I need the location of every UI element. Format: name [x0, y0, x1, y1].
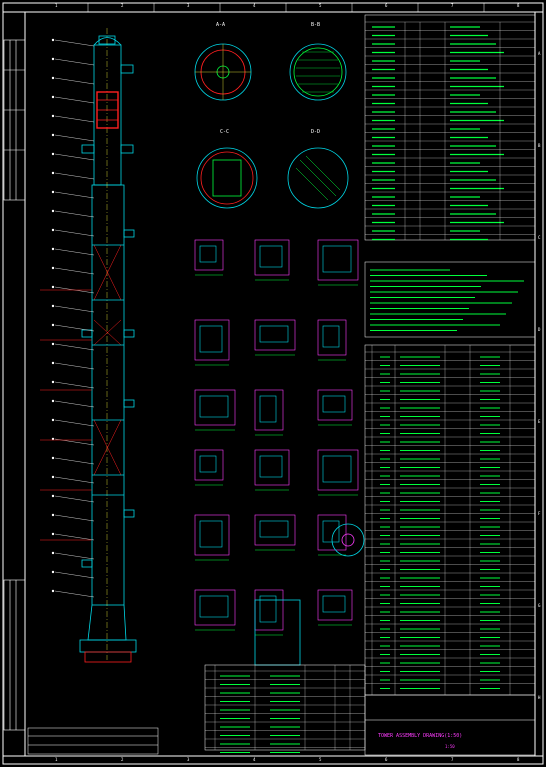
zone-row-label: B — [538, 143, 541, 148]
zone-col-label: 5 — [319, 757, 322, 762]
zone-col-label: 2 — [121, 3, 124, 8]
zone-col-label: 3 — [187, 3, 190, 8]
zone-col-label: 4 — [253, 757, 256, 762]
technical-data-rows — [365, 21, 535, 241]
section-view-b — [289, 43, 347, 101]
zone-col-label: 4 — [253, 3, 256, 8]
detail-views — [194, 239, 365, 666]
nozzle-table — [27, 727, 159, 755]
zone-col-label: 6 — [385, 3, 388, 8]
zone-col-label: 7 — [451, 757, 454, 762]
section-view-d — [287, 147, 349, 209]
zone-col-label: 8 — [517, 3, 520, 8]
section-label-c: C-C — [220, 129, 229, 135]
zone-col-label: 2 — [121, 757, 124, 762]
section-view-a — [194, 43, 252, 101]
bottom-table — [204, 664, 366, 751]
bottom-table-rows — [205, 665, 365, 753]
section-view-c — [196, 147, 258, 209]
left-title-strip — [3, 39, 26, 731]
zone-col-label: 8 — [517, 757, 520, 762]
leader-lines — [40, 38, 95, 598]
zone-row-label: C — [538, 235, 541, 240]
technical-notes — [364, 261, 536, 338]
drawing-title: TOWER ASSEMBLY DRAWING(1:50) — [378, 733, 462, 739]
zone-row-label: A — [538, 51, 541, 56]
section-label-a: A-A — [216, 22, 225, 28]
zone-columns: 1 1 2 2 3 3 4 4 5 5 6 6 7 7 8 8 — [55, 3, 520, 762]
zone-row-label: F — [538, 511, 541, 516]
parts-list — [364, 344, 536, 696]
zone-row-label: E — [538, 419, 541, 424]
zone-col-label: 7 — [451, 3, 454, 8]
technical-data-table — [364, 14, 536, 241]
drawing-scale: 1:50 — [445, 744, 455, 749]
zone-row-label: H — [538, 695, 541, 700]
zone-col-label: 1 — [55, 3, 58, 8]
zone-col-label: 3 — [187, 757, 190, 762]
zone-col-label: 1 — [55, 757, 58, 762]
zone-col-label: 6 — [385, 757, 388, 762]
zone-rows: A B C D E F G H — [538, 51, 541, 700]
zone-row-label: G — [538, 603, 541, 608]
title-block — [364, 694, 536, 756]
parts-list-rows — [365, 345, 535, 695]
zone-row-label: D — [538, 327, 541, 332]
zone-col-label: 5 — [319, 3, 322, 8]
tower-column — [79, 28, 137, 663]
section-label-d: D-D — [311, 129, 320, 135]
section-label-b: B-B — [311, 22, 320, 28]
